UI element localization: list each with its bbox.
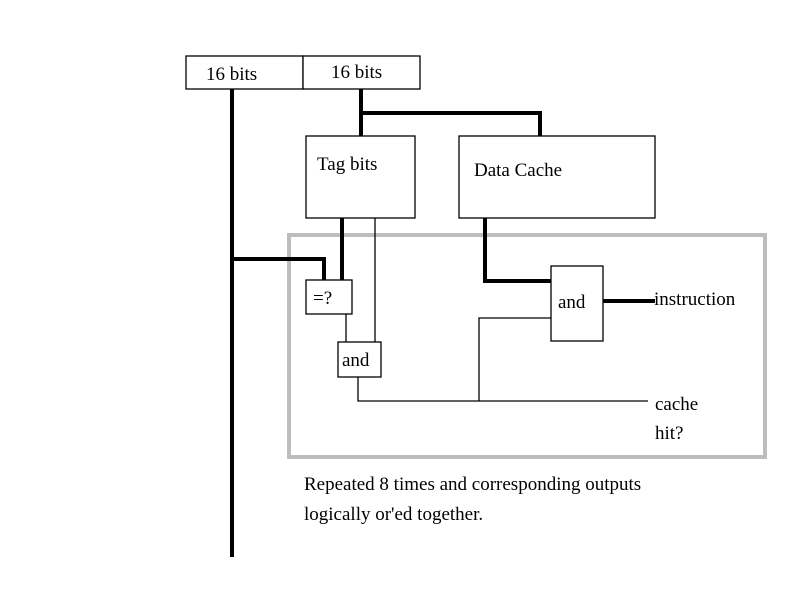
compare-label: =? [313,288,332,309]
and-gate-hit-label: and [342,350,370,371]
address-field-left-label: 16 bits [206,64,257,85]
caption-line2: logically or'ed together. [304,504,483,525]
data-cache-label: Data Cache [474,160,562,181]
and-gate-instruction [550,265,604,342]
cache-hit-label-line2: hit? [655,423,684,444]
tag-compare-bus [232,257,326,280]
tag-bits-label: Tag bits [317,154,377,175]
data-bus [483,218,551,283]
compare-box [305,279,353,315]
and-gate-hit [337,341,382,378]
address-field-right-label: 16 bits [331,62,382,83]
hit-to-and-line [478,317,551,401]
index-bus [361,111,542,136]
and-gate-instruction-label: and [558,292,586,313]
tag-bits-box [305,135,416,219]
instruction-label: instruction [654,289,736,310]
address-field-left [185,55,304,90]
repeated-block-frame [287,233,767,459]
data-cache-box [458,135,656,219]
cache-hit-line [357,377,648,402]
address-field-right [302,55,421,90]
caption-line1: Repeated 8 times and corresponding outpu… [304,474,641,495]
cache-hit-label-line1: cache [655,394,698,415]
